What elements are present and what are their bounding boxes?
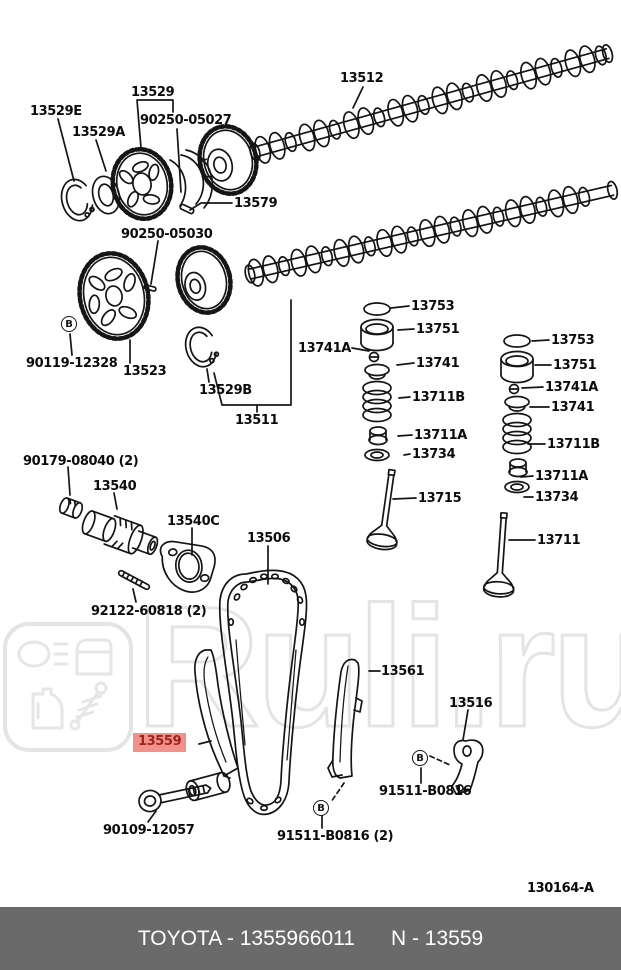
part-label-13523[interactable]: 13523 [123, 364, 167, 379]
part-label-13741-right[interactable]: 13741 [551, 400, 595, 415]
stud-drawing-92122 [117, 569, 151, 591]
part-label-13734-right[interactable]: 13734 [535, 490, 579, 505]
part-label-13506[interactable]: 13506 [247, 531, 291, 546]
part-label-13529a[interactable]: 13529A [72, 125, 125, 140]
pin-drawing-13579 [179, 203, 195, 215]
part-label-13711a-right[interactable]: 13711A [535, 469, 588, 484]
part-label-13734-left[interactable]: 13734 [412, 447, 456, 462]
chain-damper-drawing-13561 [327, 658, 363, 779]
part-label-13540[interactable]: 13540 [93, 479, 137, 494]
oil-can-icon [31, 687, 64, 730]
part-label-13711b-right[interactable]: 13711B [547, 437, 600, 452]
bracket-drawing-13516 [451, 739, 484, 795]
part-label-13511[interactable]: 13511 [235, 413, 279, 428]
leader-lines [57, 86, 552, 829]
part-label-90250-05030[interactable]: 90250-05030 [121, 227, 213, 242]
part-label-13516[interactable]: 13516 [449, 696, 493, 711]
bolt-marker-b-3: B [412, 750, 428, 766]
watermark-logo-icons [17, 638, 113, 731]
part-label-13529b[interactable]: 13529B [199, 383, 252, 398]
shock-absorber-icon [69, 681, 108, 731]
part-label-13540c[interactable]: 13540C [167, 514, 220, 529]
valve-stack-right-drawing [500, 334, 534, 494]
part-label-90179-08040[interactable]: 90179-08040 (2) [23, 454, 139, 469]
part-label-13715[interactable]: 13715 [418, 491, 462, 506]
bolt-drawing-90109 [138, 784, 212, 813]
valve-assy-drawing-13540 [81, 510, 159, 556]
timing-chain-drawing-13506 [218, 569, 308, 816]
bolt-marker-b-2: B [313, 800, 329, 816]
footer-part-number: N - 13559 [390, 926, 484, 950]
part-label-13559-highlighted[interactable]: 13559 [133, 733, 187, 752]
gasket-drawing-13540c [159, 540, 216, 593]
circlip-drawing-13529e [60, 178, 95, 222]
diagram-code: 130164-A [527, 881, 594, 896]
part-label-13751-left[interactable]: 13751 [416, 322, 460, 337]
part-label-13753-left[interactable]: 13753 [411, 299, 455, 314]
part-label-13751-right[interactable]: 13751 [553, 358, 597, 373]
headlight-icon [17, 640, 69, 668]
valve-drawing-13711 [482, 511, 515, 598]
part-label-13741a-left[interactable]: 13741A [298, 341, 351, 356]
watermark-logo [3, 622, 133, 752]
tensioner-slipper-drawing-13559 [185, 649, 239, 802]
part-label-13753-right[interactable]: 13753 [551, 333, 595, 348]
footer-bar: TOYOTA - 1355966011 N - 13559 [0, 907, 621, 970]
part-label-13711a-left[interactable]: 13711A [414, 428, 467, 443]
dashed-lines [330, 755, 451, 803]
bolt-marker-b-1: B [61, 316, 77, 332]
pin-drawing-90250-05030 [143, 284, 157, 292]
footer-part-code: TOYOTA - 1355966011 [137, 926, 355, 950]
part-label-13711[interactable]: 13711 [537, 533, 581, 548]
part-label-90119-12328[interactable]: 90119-12328 [26, 356, 118, 371]
part-label-92122-60818[interactable]: 92122-60818 (2) [91, 604, 207, 619]
sprocket-drawing-13523 [77, 251, 151, 341]
part-label-13561[interactable]: 13561 [381, 664, 425, 679]
part-label-13711b-left[interactable]: 13711B [412, 390, 465, 405]
part-label-90109-12057[interactable]: 90109-12057 [103, 823, 195, 838]
part-label-13741-left[interactable]: 13741 [416, 356, 460, 371]
timing-gear-drawing-13529 [110, 146, 174, 222]
part-label-13529[interactable]: 13529 [131, 85, 175, 100]
part-label-13512[interactable]: 13512 [340, 71, 384, 86]
cam-gear-drawing-lower [175, 245, 233, 315]
camshaft-drawing-13512 [249, 40, 614, 166]
part-label-13741a-right[interactable]: 13741A [545, 380, 598, 395]
part-label-13579[interactable]: 13579 [234, 196, 278, 211]
crescent-plate-drawing [169, 149, 214, 209]
plug-drawing-90179 [58, 497, 84, 519]
valve-stack-left-drawing [360, 302, 394, 462]
camshaft-drawing-13511 [244, 180, 619, 289]
part-label-13529e[interactable]: 13529E [30, 104, 82, 119]
valve-drawing-13715 [366, 468, 398, 551]
part-label-91511-b0816[interactable]: 91511-B0816 [379, 784, 472, 799]
part-label-90250-05027[interactable]: 90250-05027 [140, 113, 232, 128]
part-label-91511-b0816-2[interactable]: 91511-B0816 (2) [277, 829, 394, 844]
car-door-icon [75, 638, 113, 676]
circlip-drawing-13529b [184, 326, 220, 368]
